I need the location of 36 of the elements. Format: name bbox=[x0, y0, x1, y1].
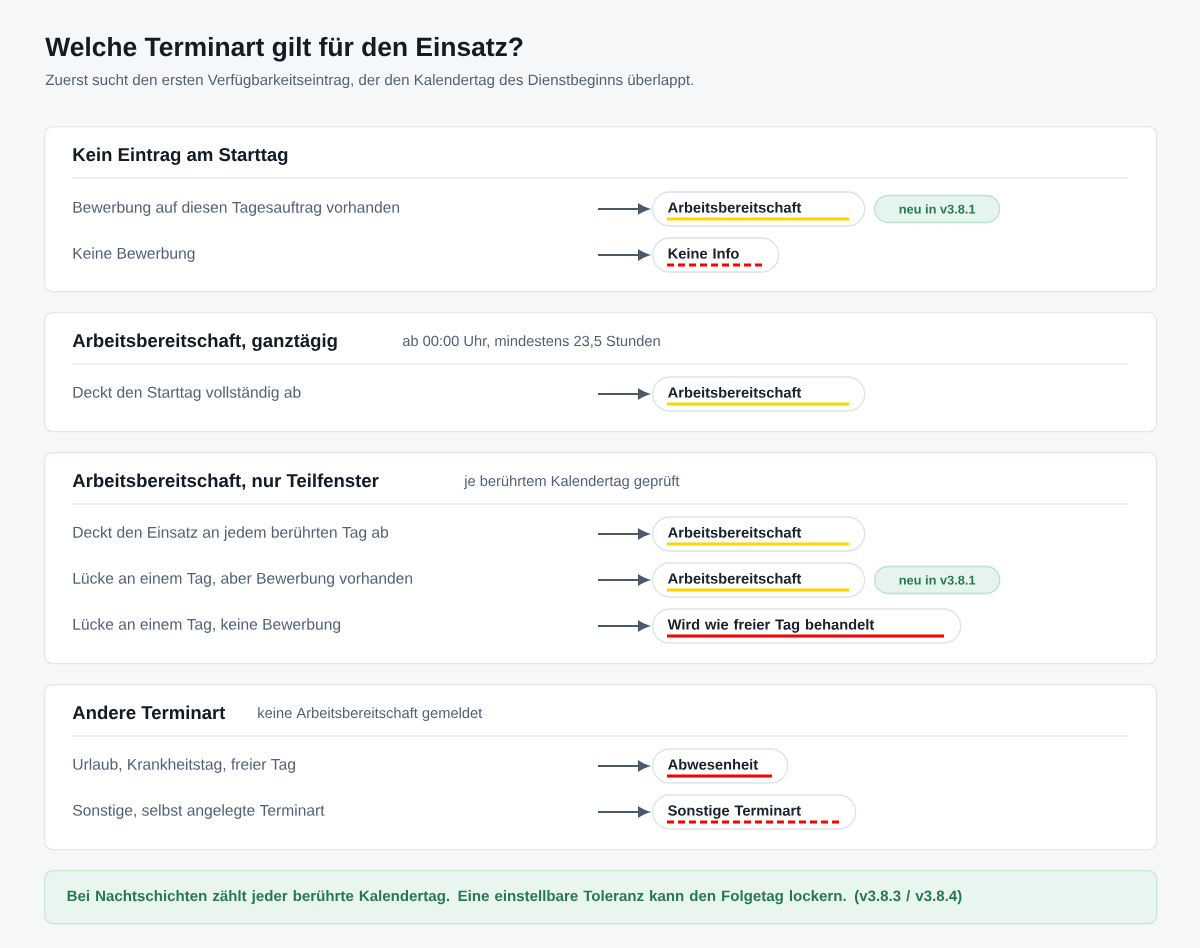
arrow bbox=[597, 574, 649, 586]
condition-text: Bewerbung auf diesen Tagesauftrag vorhanden bbox=[73, 201, 399, 216]
result-pill: Arbeitsbereitschaft bbox=[652, 376, 866, 412]
condition-text: Deckt den Einsatz an jedem berührten Tag ab bbox=[73, 526, 389, 541]
result-pill: Arbeitsbereitschaft bbox=[652, 562, 866, 598]
section-heading: Kein Eintrag am Starttag bbox=[73, 147, 288, 165]
result-pill: Sonstige Terminart bbox=[652, 794, 857, 830]
section-subtitle: ab 00:00 Uhr, mindestens 23,5 Stunden bbox=[402, 335, 660, 348]
arrow bbox=[597, 249, 649, 261]
version-badge: neu in v3.8.1 bbox=[874, 565, 1001, 595]
arrow bbox=[597, 760, 649, 772]
section-heading: Andere Terminart bbox=[72, 705, 226, 720]
arrow bbox=[597, 620, 649, 632]
section-subtitle: keine Arbeitsbereitschaft gemeldet bbox=[258, 707, 483, 722]
condition-text: Lücke an einem Tag, aber Bewerbung vorhanden bbox=[73, 572, 412, 587]
condition-text: Lücke an einem Tag, keine Bewerbung bbox=[73, 618, 341, 633]
subtitle: Zuerst sucht den ersten Verfügbarkeitseintrag, der den Kalendertag des Dienstbeginns überlappt. bbox=[45, 74, 693, 89]
condition-text: Keine Bewerbung bbox=[73, 247, 195, 262]
result-pill: Keine Info bbox=[652, 237, 780, 273]
arrow bbox=[597, 806, 649, 818]
result-pill: Abwesenheit bbox=[652, 748, 789, 784]
section-heading: Arbeitsbereitschaft, nur Teilfenster bbox=[72, 473, 379, 490]
result-pill: Arbeitsbereitschaft bbox=[652, 191, 866, 227]
note-box: Bei Nachtschichten zählt jeder berührte Kalendertag. Eine einstellbare Toleranz kann den Folgetag lockern. (v3.8.3 / v3.8.4) bbox=[44, 870, 1158, 925]
condition-text: Urlaub, Krankheitstag, freier Tag bbox=[73, 758, 295, 773]
arrow bbox=[597, 388, 649, 400]
arrow bbox=[597, 528, 649, 540]
result-pill: Wird wie freier Tag behandelt bbox=[652, 608, 962, 644]
condition-text: Deckt den Starttag vollständig ab bbox=[73, 386, 301, 401]
result-pill: Arbeitsbereitschaft bbox=[652, 516, 866, 552]
version-badge: neu in v3.8.1 bbox=[874, 194, 1001, 224]
arrow bbox=[597, 203, 649, 215]
section-subtitle: je berührtem Kalendertag geprüft bbox=[463, 475, 680, 490]
page-title: Welche Terminart gilt für den Einsatz? bbox=[45, 36, 523, 62]
section-heading: Arbeitsbereitschaft, ganztägig bbox=[72, 333, 337, 351]
condition-text: Sonstige, selbst angelegte Terminart bbox=[73, 804, 325, 819]
